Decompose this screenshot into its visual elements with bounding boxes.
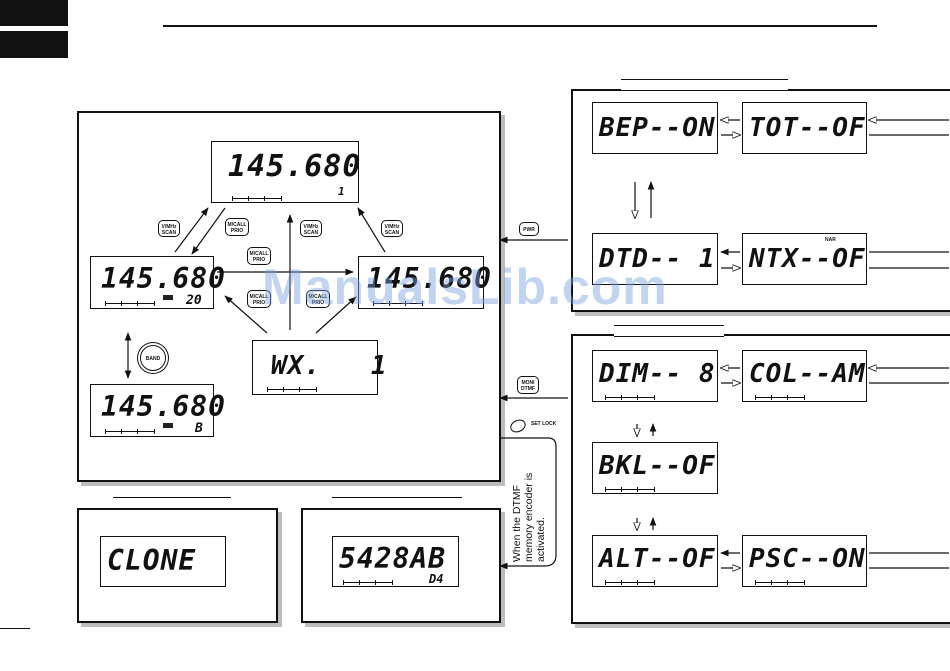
lcd-weather: WX. 1: [252, 340, 387, 395]
mcall-prio-key-lower-right[interactable]: M/CALL PRIO: [306, 290, 330, 308]
lcd-dim: DIM-- 8: [592, 350, 718, 402]
lcd-clone-text: CLONE: [107, 544, 197, 577]
footer-rule: [0, 628, 30, 629]
mcall-prio-key-middle[interactable]: M/CALL PRIO: [247, 247, 271, 265]
page-tab-top: [0, 0, 68, 26]
lcd-bep: BEP--ON: [592, 102, 718, 154]
lcd-bep-text: BEP--ON: [599, 113, 716, 143]
lcd-col-text: COL--AM: [749, 359, 866, 389]
indicator-box: [163, 423, 173, 428]
lcd-dtmf-code: 5428AB: [339, 542, 447, 575]
lcd-top-sub: 1: [338, 185, 345, 198]
lcd-clone: CLONE: [100, 536, 226, 587]
header-rule: [163, 25, 877, 27]
s-meter-scale: [755, 389, 805, 400]
s-meter-scale: [755, 574, 805, 585]
lcd-tot-text: TOT--OF: [749, 113, 866, 143]
s-meter-scale: [605, 481, 655, 492]
mcall-prio-key-upper[interactable]: M/CALL PRIO: [225, 218, 249, 236]
lcd-dtmf: 5428AB D4: [332, 536, 459, 587]
lcd-psc-text: PSC--ON: [749, 544, 866, 574]
lcd-ntx-text: NTX--OF: [749, 244, 866, 274]
lcd-left-sub: 20: [186, 293, 202, 308]
vmhz-scan-key-right[interactable]: V/MHz SCAN: [381, 220, 403, 237]
s-meter-scale: [605, 574, 655, 585]
dtmf-panel-title: [332, 497, 462, 509]
page-tab-bottom: [0, 31, 68, 58]
lcd-bottom-left: 145.680 B: [90, 384, 225, 437]
s-meter-scale: [343, 574, 393, 585]
lcd-dtd-text: DTD-- 1: [599, 244, 716, 274]
lcd-bottom-left-sub: B: [195, 421, 203, 436]
lcd-dtmf-sub: D4: [429, 572, 444, 586]
initial-set-panel-title: [621, 79, 788, 91]
set-lock-label: SET LOCK: [531, 421, 557, 427]
lcd-right: 145.680: [358, 256, 491, 309]
lcd-left: 145.680 20: [90, 256, 225, 309]
lcd-top-frequency: 145.680: [228, 149, 362, 184]
lcd-bkl: BKL--OF: [592, 442, 718, 494]
s-meter-scale: [373, 295, 423, 306]
s-meter-scale: [605, 389, 655, 400]
s-meter-scale: [267, 381, 317, 392]
lcd-dim-text: DIM-- 8: [599, 359, 716, 389]
s-meter-scale: [105, 423, 155, 434]
lcd-ntx-tag: NAR: [825, 237, 836, 243]
s-meter-scale: [105, 295, 155, 306]
moni-dtmf-key[interactable]: MONI DTMF: [517, 376, 539, 394]
vmhz-scan-key-center[interactable]: V/MHz SCAN: [300, 220, 322, 237]
s-meter-scale: [232, 190, 282, 201]
lcd-alt-text: ALT--OF: [599, 544, 716, 574]
vmhz-scan-key-left[interactable]: V/MHz SCAN: [158, 220, 180, 237]
lcd-top: 145.680 1: [211, 141, 362, 203]
watermark: ManualsLib.com: [262, 259, 668, 315]
pwr-key[interactable]: PWR: [519, 222, 539, 236]
lcd-tot: TOT--OF: [742, 102, 867, 154]
lcd-dtd: DTD-- 1: [592, 233, 718, 285]
band-button[interactable]: BAND: [140, 345, 166, 371]
lcd-bkl-text: BKL--OF: [599, 451, 716, 481]
clone-panel-title: [113, 497, 231, 509]
lcd-col: COL--AM: [742, 350, 867, 402]
lcd-bottom-left-frequency: 145.680: [101, 390, 227, 423]
set-mode-panel-title: [614, 325, 724, 337]
lcd-right-frequency: 145.680: [367, 262, 493, 295]
indicator-box: [163, 295, 173, 300]
lcd-ntx: NTX--OF NAR: [742, 233, 867, 285]
mcall-prio-key-lower[interactable]: M/CALL PRIO: [247, 290, 271, 308]
lcd-alt: ALT--OF: [592, 535, 718, 587]
lcd-weather-channel: WX. 1: [271, 351, 388, 381]
lcd-left-frequency: 145.680: [101, 262, 227, 295]
lcd-psc: PSC--ON: [742, 535, 867, 587]
